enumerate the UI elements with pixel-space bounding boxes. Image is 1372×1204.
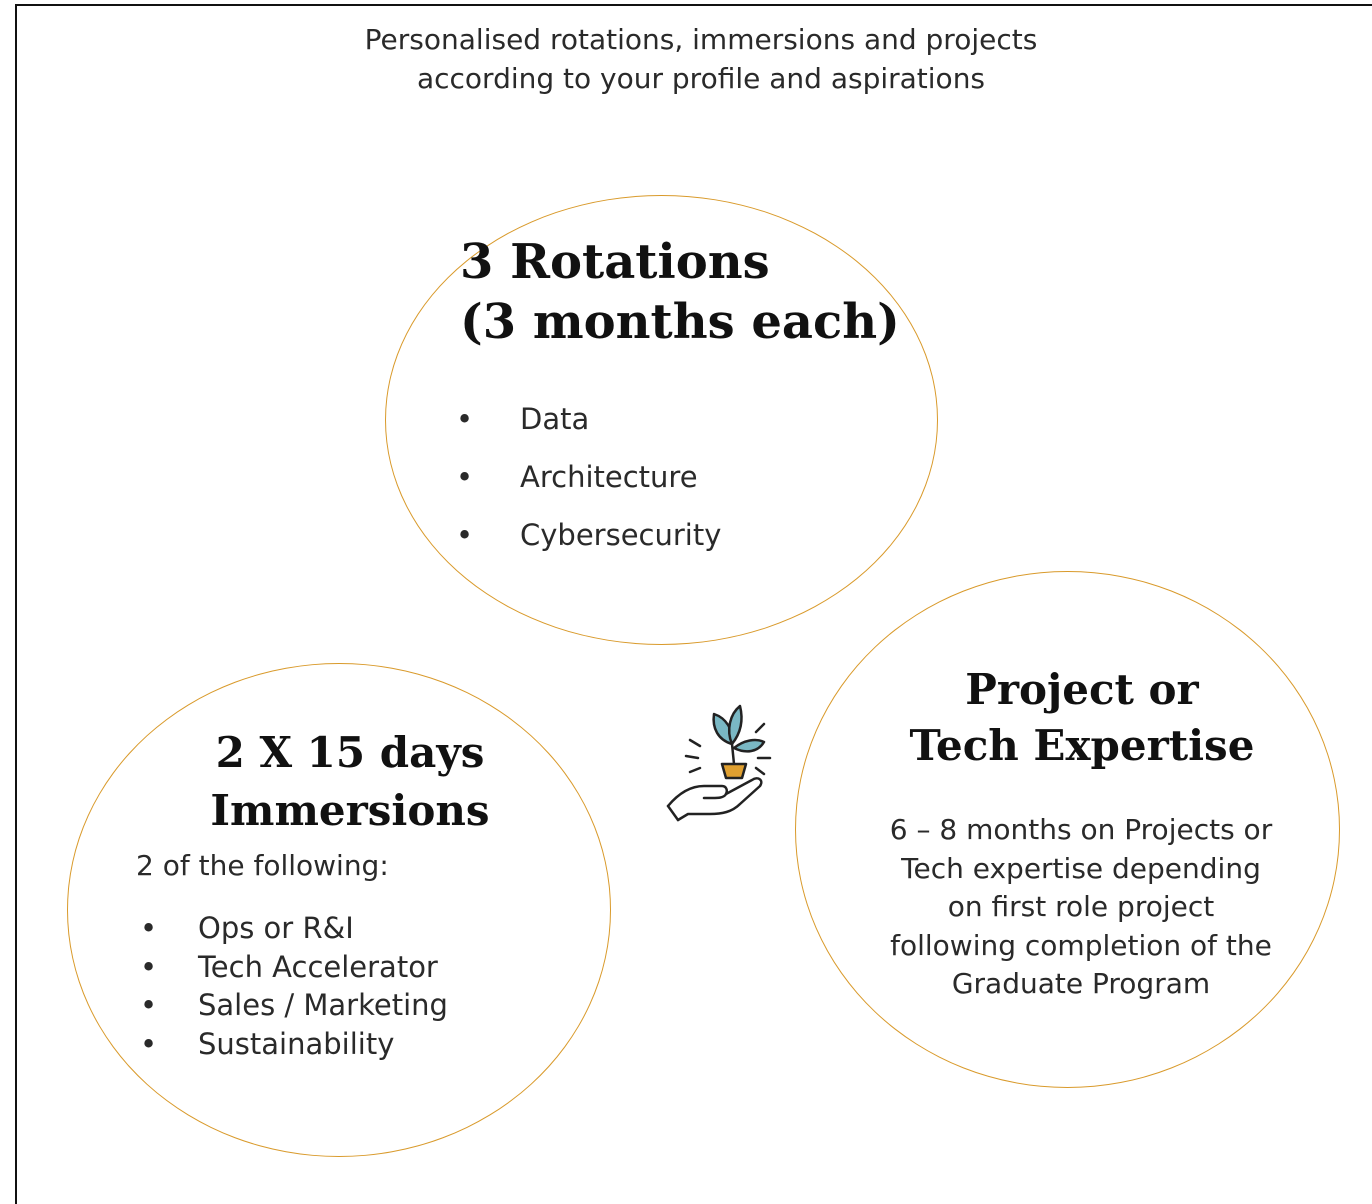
rotations-title-line-2: (3 months each): [460, 294, 900, 350]
immersions-intro: 2 of the following:: [136, 849, 389, 882]
immersion-item: Ops or R&I: [198, 911, 354, 945]
project-description-line: 6 – 8 months on Projects or: [889, 813, 1273, 846]
project-title: Project or Tech Expertise: [882, 662, 1282, 774]
immersions-title-line-1: 2 X 15 days: [215, 728, 485, 777]
immersion-item: Tech Accelerator: [198, 949, 438, 984]
bullet: •: [456, 518, 474, 552]
immersions-circle: [67, 663, 611, 1157]
immersion-item: Sales / Marketing: [198, 988, 448, 1022]
rotation-item: Cybersecurity: [520, 518, 722, 552]
project-circle: [795, 571, 1340, 1088]
page-frame: [15, 4, 1372, 1204]
bullet: •: [456, 460, 474, 494]
header-line-2: according to your profile and aspiration…: [416, 62, 986, 95]
bullet: •: [140, 988, 158, 1022]
seedling-in-hand-icon: [666, 704, 772, 822]
project-description-line: on first role project: [947, 890, 1215, 923]
header: Personalised rotations, immersions and p…: [0, 20, 1372, 98]
immersions-title-line-2: Immersions: [210, 786, 490, 835]
project-description-line: Graduate Program: [951, 967, 1211, 1000]
rotation-item: Architecture: [520, 460, 698, 494]
rotation-item: Data: [520, 402, 590, 436]
bullet: •: [456, 402, 474, 436]
project-description-line: Tech expertise depending: [901, 851, 1261, 885]
bullet: •: [140, 911, 158, 945]
project-title-line-2: Tech Expertise: [909, 721, 1255, 770]
bullet: •: [140, 949, 158, 984]
project-description: 6 – 8 months on Projects or Tech experti…: [860, 811, 1302, 1004]
project-title-line-1: Project or: [965, 665, 1199, 714]
rotations-title-line-1: 3 Rotations: [460, 234, 770, 290]
immersions-title: 2 X 15 days Immersions: [150, 724, 550, 840]
immersion-item: Sustainability: [198, 1026, 395, 1061]
header-line-1: Personalised rotations, immersions and p…: [364, 23, 1038, 56]
rotations-circle: [385, 195, 938, 645]
rotations-title: 3 Rotations (3 months each): [460, 232, 900, 352]
bullet: •: [140, 1026, 158, 1061]
project-description-line: following completion of the: [890, 928, 1272, 962]
